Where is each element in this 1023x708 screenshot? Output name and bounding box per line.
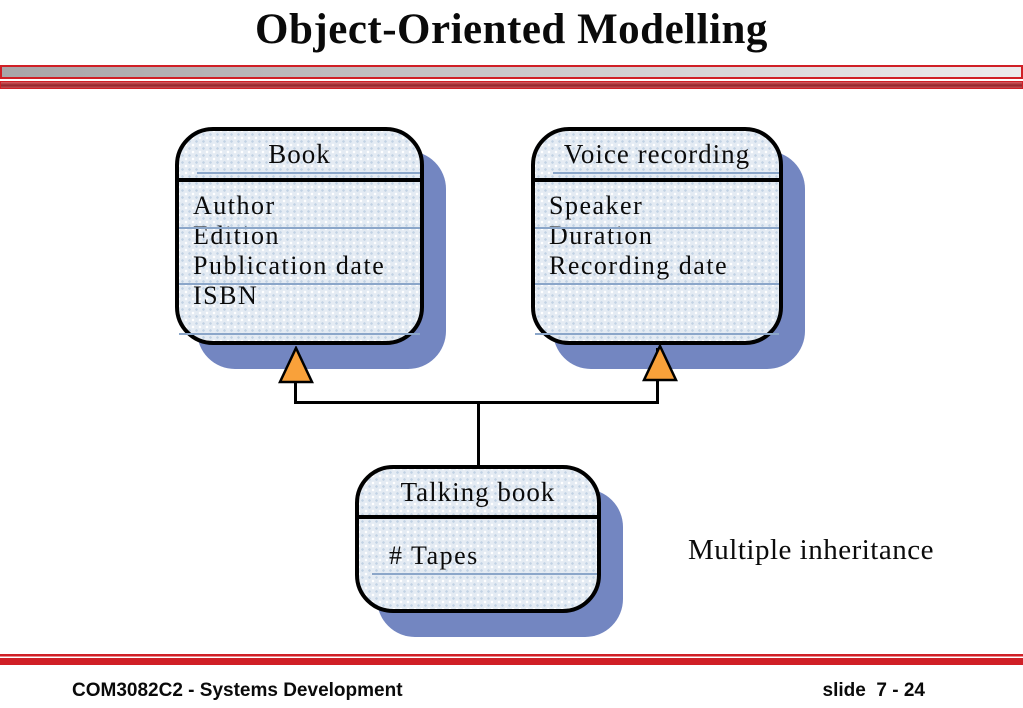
class-box-voice-recording: Voice recording Speaker Duration Recordi… (531, 127, 783, 345)
rule-line (179, 227, 420, 229)
footer-course-label: COM3082C2 - Systems Development (72, 680, 403, 701)
attribute: Duration (549, 221, 654, 250)
inheritance-arrow-icon (278, 346, 314, 384)
connector-line-middle-vertical (477, 401, 480, 466)
attribute-list: Author Edition Publication date ISBN (179, 182, 420, 311)
title-separator-bar-top (0, 65, 1023, 79)
rule-line (553, 172, 779, 174)
rule-line (179, 283, 420, 285)
attribute-list: # Tapes (359, 519, 597, 571)
class-title-talking-book: Talking book (400, 476, 556, 507)
attribute: ISBN (193, 281, 259, 310)
attribute: Recording date (549, 251, 729, 280)
compartment-divider (535, 178, 779, 182)
attribute: Edition (193, 221, 281, 250)
slide-title: Object-Oriented Modelling (255, 6, 768, 53)
class-title-voice-recording: Voice recording (563, 139, 751, 169)
inheritance-arrow-icon (642, 344, 678, 382)
rule-line (179, 333, 420, 335)
rule-line (535, 227, 779, 229)
class-box-book: Book Author Edition Publication date ISB… (175, 127, 424, 345)
rule-line (535, 333, 779, 335)
attribute: Speaker (549, 191, 644, 220)
title-separator-bar-bottom (0, 81, 1023, 89)
footer-slide-number: slide 7 - 24 (822, 680, 925, 701)
annotation-label: Multiple inheritance (688, 534, 934, 566)
footer-separator-bar (0, 654, 1023, 665)
rule-line (372, 573, 597, 575)
connector-line-horizontal (294, 401, 659, 404)
attribute-list: Speaker Duration Recording date (535, 182, 779, 281)
class-title-book: Book (268, 139, 331, 169)
compartment-divider (179, 178, 420, 182)
attribute: Publication date (193, 251, 386, 280)
class-box-talking-book: Talking book # Tapes (355, 465, 601, 613)
rule-line (535, 283, 779, 285)
rule-line (197, 172, 420, 174)
compartment-divider (359, 515, 597, 519)
attribute: # Tapes (389, 541, 479, 570)
attribute: Author (193, 191, 276, 220)
